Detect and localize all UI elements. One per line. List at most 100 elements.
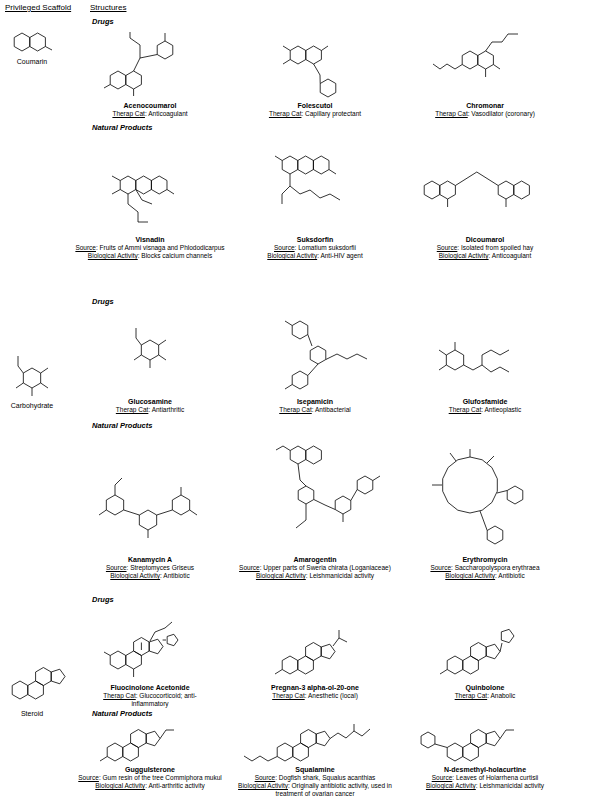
chain-bond bbox=[439, 365, 446, 370]
ring-bond bbox=[486, 644, 500, 659]
text-group: Structures bbox=[90, 4, 190, 12]
compound-detail: Therap Cat: Capillary protectant bbox=[235, 110, 395, 118]
ring-bond bbox=[306, 446, 322, 464]
chain-bond bbox=[480, 511, 487, 531]
chain-bond bbox=[45, 47, 52, 51]
detail-key: Biological Activity bbox=[267, 252, 317, 259]
compound-name: Folescutol bbox=[235, 102, 395, 110]
compound-detail: Biological Activity: Anti-HIV agent bbox=[235, 252, 395, 260]
detail-key: Source bbox=[430, 564, 451, 571]
chain-bond bbox=[18, 356, 23, 373]
compound-name: Kanamycin A bbox=[70, 556, 230, 564]
detail-value: : Antibiotic bbox=[495, 572, 525, 579]
compound-detail: Biological Activity: Anti-arthritic acti… bbox=[70, 782, 230, 790]
chemical-structure bbox=[433, 34, 518, 77]
compound-name: Dicoumarol bbox=[405, 236, 565, 244]
chemical-structure bbox=[285, 321, 367, 389]
ring-bond bbox=[282, 156, 298, 174]
text-group: AcenocoumarolTherap Cat: Anticoagulant bbox=[70, 102, 230, 118]
ring-bond bbox=[335, 496, 351, 514]
detail-value: : Antieoplastic bbox=[481, 406, 521, 413]
ring-bond bbox=[131, 730, 147, 748]
ring-bond bbox=[507, 486, 523, 504]
detail-key: Therap Cat bbox=[449, 406, 482, 413]
chain-bond bbox=[314, 500, 335, 510]
chain-bond bbox=[308, 335, 312, 347]
detail-key: Source bbox=[274, 244, 295, 251]
detail-value: : Saccharopolyspora erythraea bbox=[451, 564, 540, 571]
chemical-structure bbox=[424, 172, 529, 207]
compound-detail: Source: Gum resin of the tree Commiphora… bbox=[70, 774, 230, 782]
detail-key: Therap Cat bbox=[112, 110, 145, 117]
text-group: QuinboloneTherap Cat: Anabolic bbox=[405, 684, 565, 700]
compound-detail: Source: Leaves of Holarrhena curtisii bbox=[405, 774, 565, 782]
chain-bond bbox=[159, 355, 166, 360]
chemical-structure bbox=[439, 342, 509, 372]
chain-bond bbox=[329, 170, 336, 175]
detail-value: : Leishmanicidal activity bbox=[306, 572, 374, 579]
detail-value: : Anti-arthritic activity bbox=[145, 782, 205, 789]
detail-value: : Dogfish shark, Squalus acanthias bbox=[275, 774, 375, 781]
ring-bond bbox=[306, 643, 322, 661]
chain-bond bbox=[339, 630, 340, 638]
ring-bond bbox=[282, 656, 298, 674]
chain-bond bbox=[148, 530, 149, 538]
chain-bond bbox=[181, 487, 182, 495]
compound-name: Visnadin bbox=[70, 236, 230, 244]
compound-detail: Therap Cat: Glucocorticoid; anti-inflamm… bbox=[85, 692, 215, 708]
text-group: AmarogentinSource: Upper parts of Sweria… bbox=[235, 556, 395, 580]
chemical-structure bbox=[421, 730, 514, 762]
ring-bond bbox=[486, 731, 500, 746]
ring-bond bbox=[424, 181, 440, 199]
text-group: Steroid bbox=[2, 710, 62, 718]
chain-bond bbox=[157, 510, 173, 515]
ring-bond bbox=[298, 486, 314, 504]
detail-value: : Lomatium suksdorfii bbox=[295, 244, 356, 251]
chemical-structure bbox=[100, 730, 174, 762]
ring-bond bbox=[421, 732, 435, 748]
section-heading: Natural Products bbox=[92, 422, 192, 430]
compound-detail: Therap Cat: Anticoagulant bbox=[70, 110, 230, 118]
ring-bond bbox=[167, 634, 178, 645]
ring-bond bbox=[447, 743, 463, 761]
compound-detail: Source: Streptomyces Griseus bbox=[70, 564, 230, 572]
chemical-structure bbox=[432, 449, 523, 544]
detail-value: : Streptomyces Griseus bbox=[127, 564, 195, 571]
detail-value: : Isolated from spoiled hay bbox=[457, 244, 533, 251]
ring-bond bbox=[36, 668, 52, 686]
chemical-structure bbox=[112, 176, 174, 222]
detail-value: : Antiarthritic bbox=[148, 406, 184, 413]
detail-value: : Upper parts of Sweria chirata (Logania… bbox=[260, 564, 391, 571]
chain-bond bbox=[130, 32, 140, 58]
section-heading: Drugs bbox=[92, 18, 192, 26]
compound-detail: Therap Cat: Antibacterial bbox=[235, 406, 395, 414]
compound-detail: Therap Cat: Anabolic bbox=[405, 692, 565, 700]
compound-name: Pregnan-3 alpha-ol-20-one bbox=[235, 684, 395, 692]
ring-bond bbox=[321, 644, 335, 659]
ring-bond bbox=[141, 340, 158, 360]
text-group: SqualamineSource: Dogfish shark, Squalus… bbox=[235, 766, 395, 798]
chain-bond bbox=[41, 383, 48, 388]
ring-bond bbox=[136, 176, 152, 194]
chain-bond bbox=[275, 670, 282, 675]
compound-detail: Therap Cat: Antiarthritic bbox=[70, 406, 230, 414]
detail-key: Biological Activity bbox=[88, 252, 138, 259]
text-group: Natural Products bbox=[92, 422, 192, 430]
compound-name: Amarogentin bbox=[235, 556, 395, 564]
chain-bond bbox=[167, 190, 174, 195]
compound-name: Quinbolone bbox=[405, 684, 565, 692]
text-group: Drugs bbox=[92, 18, 192, 26]
chain-bond bbox=[486, 34, 518, 51]
chain-bond bbox=[500, 643, 502, 652]
text-group: GuggulsteroneSource: Gum resin of the tr… bbox=[70, 766, 230, 790]
text-group: IsepamicinTherap Cat: Antibacterial bbox=[235, 398, 395, 414]
chemical-structure bbox=[99, 478, 197, 538]
ring-bond bbox=[320, 79, 336, 97]
chain-bond bbox=[134, 355, 141, 360]
ring-bond bbox=[306, 46, 322, 64]
chain-bond bbox=[150, 360, 151, 368]
chain-bond bbox=[134, 55, 158, 72]
detail-value: : Glucocorticoid; anti-inflammatory bbox=[131, 692, 196, 707]
ring-bond bbox=[290, 446, 306, 464]
detail-key: Biological Activity bbox=[238, 782, 288, 789]
